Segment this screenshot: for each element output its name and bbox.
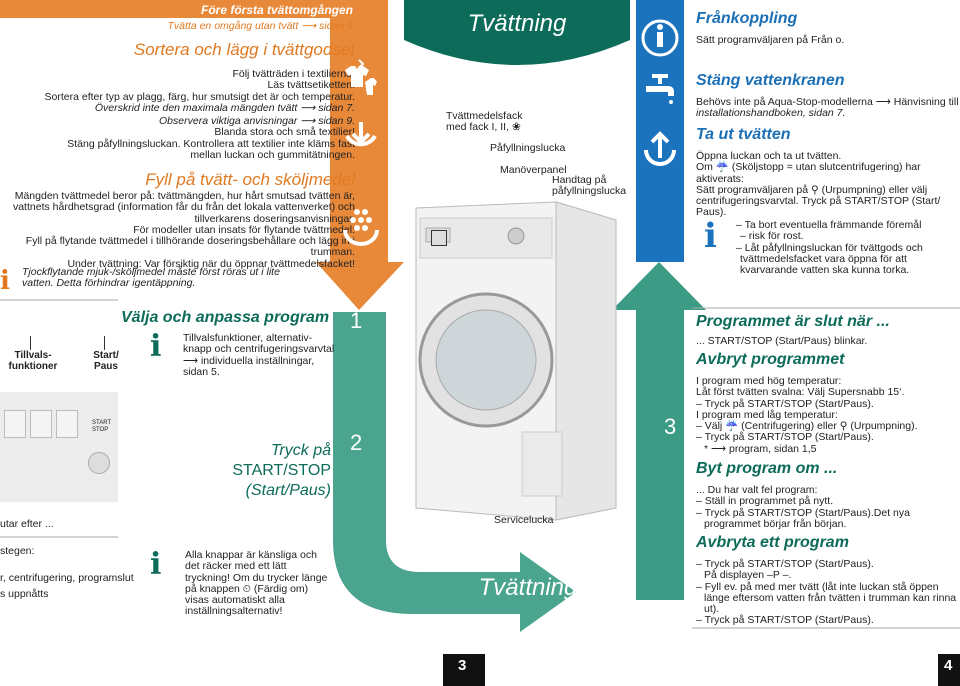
sort-laundry-icon bbox=[337, 56, 385, 104]
done-title: Programmet är slut när ... bbox=[696, 313, 890, 330]
page-number-left: 3 bbox=[458, 657, 467, 674]
fill-title: Fyll på tvätt- och sköljmedel bbox=[145, 170, 355, 189]
center-title-top: Tvättning bbox=[467, 10, 567, 37]
panel-label-start: Start/ Paus bbox=[93, 350, 119, 372]
panel-label-options: Tillvals- funktioner bbox=[8, 350, 58, 372]
program-text: r, centrifugering, programslut bbox=[0, 572, 134, 584]
out-text: Öppna luckan och ta ut tvätten.Om ☔ (Skö… bbox=[696, 150, 941, 219]
step-number-2: 2 bbox=[350, 430, 363, 455]
sort-title: Sortera och lägg i tvättgodset bbox=[133, 40, 355, 59]
info-circle-icon bbox=[640, 12, 680, 62]
unload-icon bbox=[640, 126, 680, 168]
start-stop-label: START STOP bbox=[92, 420, 112, 433]
load-door-icon bbox=[337, 116, 385, 164]
done-text: ... START/STOP (Start/Paus) blinkar. bbox=[696, 335, 868, 347]
reached-text: s uppnåtts bbox=[0, 588, 49, 600]
leader-line bbox=[104, 336, 105, 350]
observe-text: Observera viktiga anvisningar ⟶ sidan 9.… bbox=[67, 115, 355, 161]
option-button[interactable] bbox=[30, 410, 52, 438]
drawer-pointer bbox=[431, 230, 447, 246]
info-icon: i bbox=[704, 216, 717, 256]
press-line2: START/STOP bbox=[232, 462, 331, 479]
tap-title: Stäng vattenkranen bbox=[696, 72, 845, 89]
page-number-right: 4 bbox=[944, 657, 953, 674]
off-title: Frånkoppling bbox=[696, 10, 798, 27]
press-line3: (Start/Paus) bbox=[245, 482, 331, 499]
abort-title: Avbryta ett program bbox=[696, 534, 849, 551]
info-icon: i bbox=[0, 266, 10, 296]
label-service: Servicelucka bbox=[494, 514, 554, 526]
header-subtitle: Tvätta en omgång utan tvätt ⟶ sidan 9 bbox=[167, 20, 354, 32]
center-title-bottom: Tvättning bbox=[478, 574, 578, 601]
tap-text: Behövs inte på Aqua-Stop-modellerna ⟶ Hä… bbox=[696, 96, 959, 120]
step-number-1: 1 bbox=[350, 308, 363, 333]
fill-text: Mängden tvättmedel beror på: tvättmängde… bbox=[12, 190, 355, 270]
label-door: Påfyllningslucka bbox=[490, 142, 566, 154]
label-panel: Manöverpanel bbox=[500, 164, 567, 176]
label-handle: Handtag på påfyllningslucka bbox=[552, 174, 627, 198]
header-title: Före första tvättomgången bbox=[200, 3, 353, 17]
water-tap-icon bbox=[640, 70, 680, 110]
choose-program-text: Tillvalsfunktioner, alternativ-knapp och… bbox=[183, 332, 335, 378]
label-drawer: Tvättmedelsfack med fack I, II, ❀ bbox=[446, 110, 523, 134]
info-text: Tjockflytande mjuk-/sköljmedel måste för… bbox=[22, 266, 280, 290]
control-panel-image bbox=[0, 392, 118, 502]
option-button[interactable] bbox=[4, 410, 26, 438]
start-stop-button[interactable] bbox=[88, 452, 110, 474]
option-button[interactable] bbox=[56, 410, 78, 438]
change-text: ... Du har valt fel program:– Ställ in p… bbox=[696, 484, 910, 530]
abort-text: – Tryck på START/STOP (Start/Paus).På di… bbox=[696, 558, 957, 627]
leader-line bbox=[30, 336, 31, 350]
cancel-title: Avbryt programmet bbox=[696, 351, 845, 368]
change-title: Byt program om ... bbox=[696, 460, 838, 477]
steps-text: stegen: bbox=[0, 545, 35, 557]
sort-text: Följ tvätträden i textilierna!Läs tvätts… bbox=[44, 68, 356, 114]
step-number-3: 3 bbox=[664, 414, 677, 439]
info-icon: i bbox=[150, 329, 162, 364]
out-title: Ta ut tvätten bbox=[696, 126, 791, 143]
choose-program-title: Välja och anpassa program bbox=[121, 309, 330, 326]
out-info-text: – Ta bort eventuella främmande föremål– … bbox=[736, 219, 923, 277]
off-text: Sätt programväljaren på Från o. bbox=[696, 34, 845, 46]
after-text: utar efter ... bbox=[0, 518, 54, 530]
cancel-text: I program med hög temperatur:Låt först t… bbox=[696, 375, 918, 455]
press-line1: Tryck på bbox=[270, 442, 331, 459]
info-icon: i bbox=[150, 547, 162, 582]
detergent-icon bbox=[337, 200, 385, 248]
